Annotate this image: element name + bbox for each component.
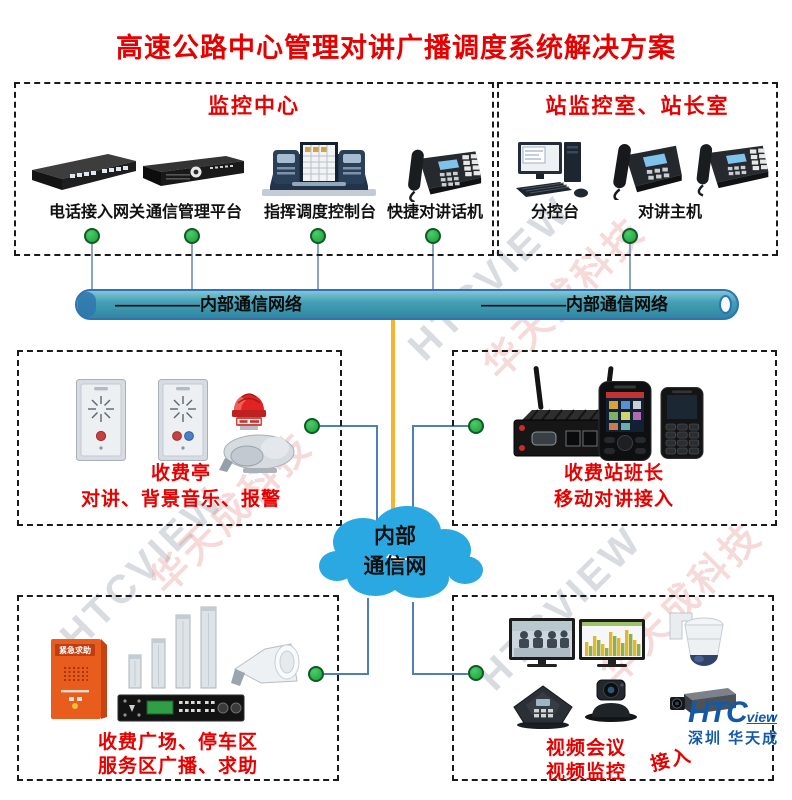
toll-booth-box: 收费亭 对讲、背景音乐、报警 — [17, 350, 342, 526]
cloud-label: 内部 通信网 — [315, 522, 475, 582]
network-node-dot — [468, 665, 484, 681]
dispatch-console-icon — [260, 136, 378, 198]
trunk-line — [391, 320, 395, 520]
tv-chart-icon — [578, 618, 646, 669]
workstation-icon — [514, 138, 594, 200]
device-label: 指挥调度控制台 — [263, 204, 377, 221]
video-caption-1: 视频会议 — [546, 738, 627, 759]
network-pipe: —————内部通信网络 —————内部通信网络 — [75, 289, 739, 320]
wall-speaker-icon — [217, 432, 297, 476]
cloud-label-line2: 通信网 — [363, 555, 427, 578]
pipe-label-left: —————内部通信网络 — [115, 295, 302, 314]
network-node-dot — [622, 228, 638, 244]
connector-line — [432, 244, 434, 290]
connector-line — [412, 673, 468, 675]
connector-line — [191, 244, 193, 290]
callbox-text: 紧急求助 — [59, 645, 91, 655]
plaza-caption-1: 收费广场、停车区 — [97, 732, 259, 753]
door-intercom-icon — [75, 378, 127, 462]
handheld-phone-icon — [658, 386, 706, 460]
connector-line — [367, 598, 369, 675]
horn-speaker-icon — [231, 641, 303, 691]
amplifier-icon — [117, 693, 245, 723]
network-node-dot — [84, 228, 100, 244]
conference-speakerphone-icon — [506, 679, 580, 731]
station-room-box: 站监控室、站长室 — [497, 82, 778, 256]
video-caption-2: 视频监控 — [546, 762, 627, 783]
plaza-box: 紧急求助 — [17, 595, 339, 781]
brand-name: HTC — [688, 696, 748, 729]
video-box: 视频会议 视频监控 接入 — [452, 595, 774, 783]
toll-booth-caption-1: 收费亭 — [150, 463, 212, 484]
pipe-label-right: —————内部通信网络 — [481, 295, 668, 314]
toll-captain-box: 收费站班长 移动对讲接入 — [452, 350, 777, 526]
handheld-radio-icon — [596, 380, 654, 462]
ip-phone-sidecar-icon — [680, 134, 772, 198]
connector-line — [629, 244, 631, 290]
device-label: 快捷对讲话机 — [386, 204, 484, 221]
conference-camera-icon — [580, 677, 642, 723]
dome-camera-icon — [666, 609, 730, 681]
brand-logo-text: HTCview — [688, 698, 792, 728]
network-node-dot — [308, 666, 324, 682]
box-camera-icon — [668, 685, 740, 717]
page-title: 高速公路中心管理对讲广播调度系统解决方案 — [116, 33, 676, 63]
connector-line — [322, 673, 369, 675]
connector-line — [317, 244, 319, 290]
brand-suffix: view — [746, 709, 778, 725]
toll-captain-caption-1: 收费站班长 — [563, 463, 665, 484]
toll-booth-caption-2: 对讲、背景音乐、报警 — [80, 489, 282, 510]
connector-line — [412, 425, 414, 522]
tv-meeting-icon — [508, 617, 576, 669]
cloud-icon — [319, 506, 483, 598]
emergency-callbox-icon: 紧急求助 — [49, 633, 111, 721]
comm-server-icon — [140, 152, 248, 192]
cloud-label-line1: 内部 — [374, 525, 416, 548]
connector-line — [412, 602, 414, 675]
internal-network-cloud: 内部 通信网 — [315, 498, 485, 610]
network-node-dot — [184, 228, 200, 244]
door-intercom-icon — [157, 378, 209, 462]
ip-phone-icon — [600, 136, 684, 200]
network-node-dot — [468, 418, 484, 434]
network-node-dot — [310, 228, 326, 244]
toll-captain-caption-2: 移动对讲接入 — [553, 489, 675, 510]
connector-line — [91, 244, 93, 290]
plaza-caption-2: 服务区广播、求助 — [97, 756, 259, 777]
brand-subtitle: 深圳 华天成 — [688, 730, 780, 747]
pipe-open-end — [719, 295, 732, 314]
alarm-beacon-icon — [225, 374, 273, 434]
connector-line — [376, 425, 378, 522]
device-label: 电话接入网关 — [48, 204, 146, 221]
phone-gateway-icon — [28, 148, 140, 196]
connector-line — [320, 425, 378, 427]
station-room-title: 站监控室、站长室 — [545, 95, 730, 118]
device-label: 对讲主机 — [637, 204, 703, 221]
intercom-deskphone-icon — [388, 142, 488, 202]
column-speakers-icon — [127, 605, 232, 690]
network-node-dot — [425, 228, 441, 244]
brand-logo: HTCview 深圳 华天成 — [688, 698, 792, 747]
monitor-center-box: 监控中心 — [14, 82, 494, 256]
monitor-center-title: 监控中心 — [208, 95, 300, 118]
device-label: 分控台 — [530, 204, 580, 221]
network-node-dot — [304, 418, 320, 434]
pipe-left-cap — [78, 292, 96, 317]
device-label: 通信管理平台 — [145, 204, 243, 221]
connector-line — [412, 425, 468, 427]
